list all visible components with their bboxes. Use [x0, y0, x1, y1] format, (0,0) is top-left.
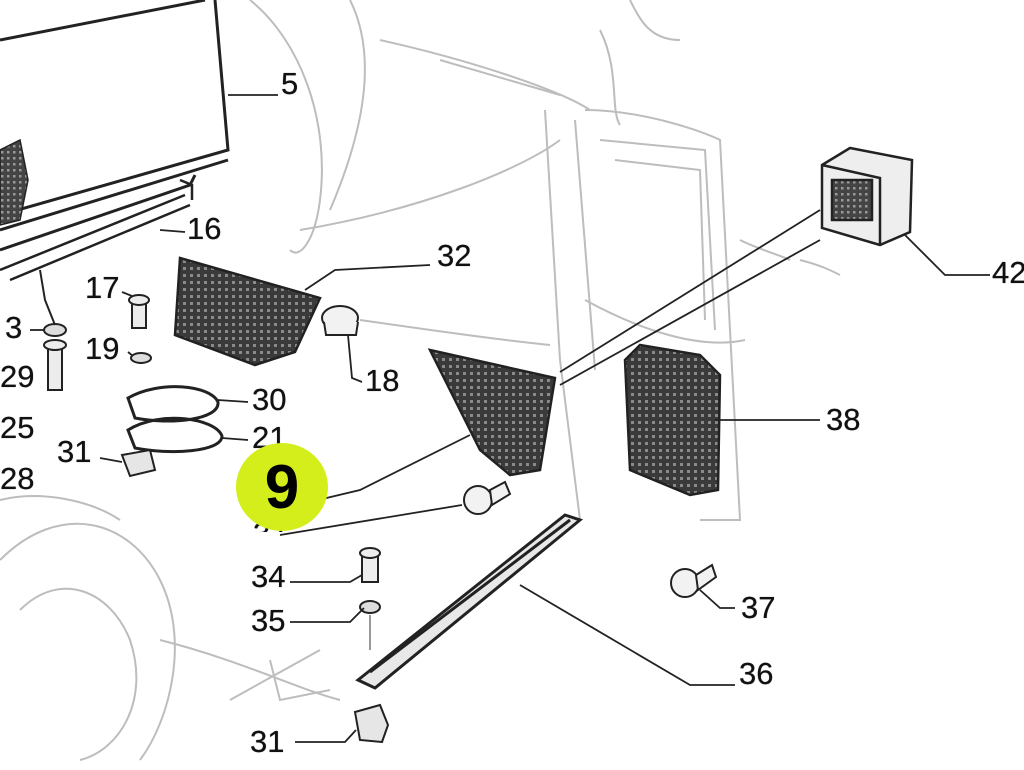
- part-31-clip-upper: [120, 448, 157, 478]
- vehicle-body-sketch: [0, 0, 841, 761]
- part-5-mesh: [0, 138, 29, 226]
- highlight-circle: [236, 443, 328, 531]
- callout-label-30: 30: [252, 382, 287, 417]
- callout-label-38: 38: [826, 402, 861, 437]
- callout-label-19: 19: [85, 331, 120, 366]
- part-37-rivet-upper: [463, 480, 512, 515]
- part-16-strip: [0, 178, 194, 282]
- callout-label-16: 16: [187, 211, 222, 246]
- callout-label-37-lower: 37: [741, 590, 776, 625]
- part-18-cap: [321, 305, 359, 336]
- callout-label-31-lower: 31: [250, 724, 285, 759]
- part-31-clip-lower: [353, 703, 390, 744]
- part-37-rivet-lower: [670, 563, 718, 598]
- part-9-grille: [427, 348, 557, 477]
- callout-label-36: 36: [739, 656, 774, 691]
- part-32-grille: [173, 256, 322, 367]
- callout-label-18: 18: [365, 363, 400, 398]
- parts-30-21-gaskets: [126, 385, 224, 454]
- callout-label-5: 5: [281, 66, 299, 101]
- callout-label-42: 42: [992, 255, 1024, 290]
- part-36-sill-strip: [355, 513, 584, 690]
- callout-label-17: 17: [85, 270, 120, 305]
- parts-34-35-screw: [359, 547, 381, 650]
- callout-label-29: 29: [0, 359, 35, 394]
- highlighted-part-number: 9: [264, 452, 300, 522]
- part-38-grille: [623, 343, 722, 497]
- callout-label-28: 28: [0, 461, 35, 496]
- fasteners-left: [39, 269, 152, 391]
- callout-label-31-upper: 31: [57, 434, 92, 469]
- callout-label-3: 3: [5, 310, 23, 345]
- leader-lines: [30, 94, 990, 743]
- callout-label-35: 35: [251, 603, 286, 638]
- callout-label-34: 34: [251, 559, 286, 594]
- callout-label-32: 32: [437, 238, 472, 273]
- callout-label-25: 25: [0, 410, 35, 445]
- part-42-vent: [820, 146, 914, 247]
